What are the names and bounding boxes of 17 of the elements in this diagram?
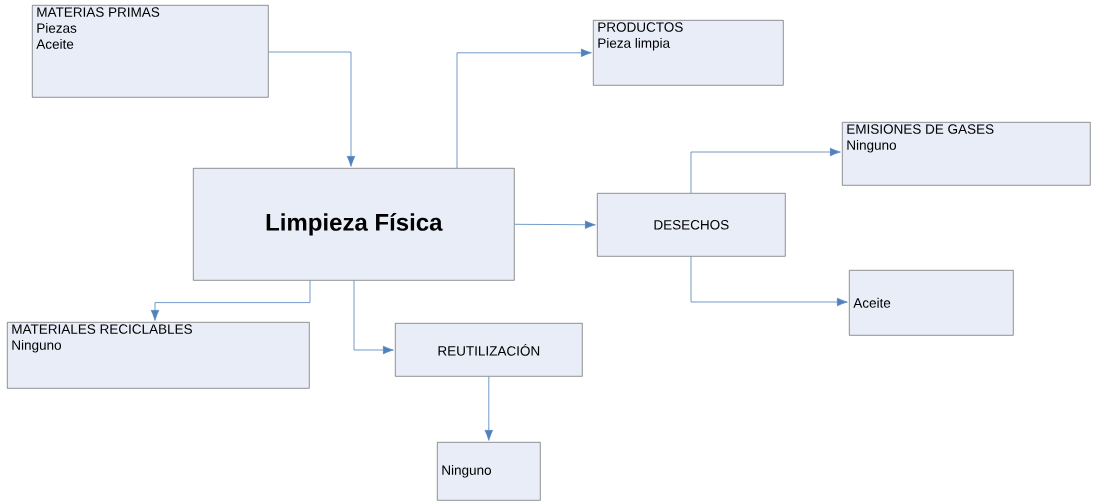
arrow [514,220,596,229]
arrow [353,280,394,355]
arrow [690,147,841,194]
text-box: MATERIALES RECICLABLES Ninguno [7,322,310,389]
arrow [268,51,356,167]
arrow [484,376,493,441]
arrow [150,280,311,321]
text-box: REUTILIZACIÓN [395,323,583,377]
text-box: DESECHOS [597,193,786,257]
text-box: Ninguno [437,442,541,501]
arrow [456,48,592,169]
process-box: Limpieza Física [193,168,515,281]
text-box: MATERIAS PRIMAS Piezas Aceite [32,5,269,98]
arrow [690,256,848,307]
text-box: Aceite [849,270,1014,336]
text-box: PRODUCTOS Pieza limpia [593,20,784,86]
text-box: EMISIONES DE GASES Ninguno [842,122,1091,186]
